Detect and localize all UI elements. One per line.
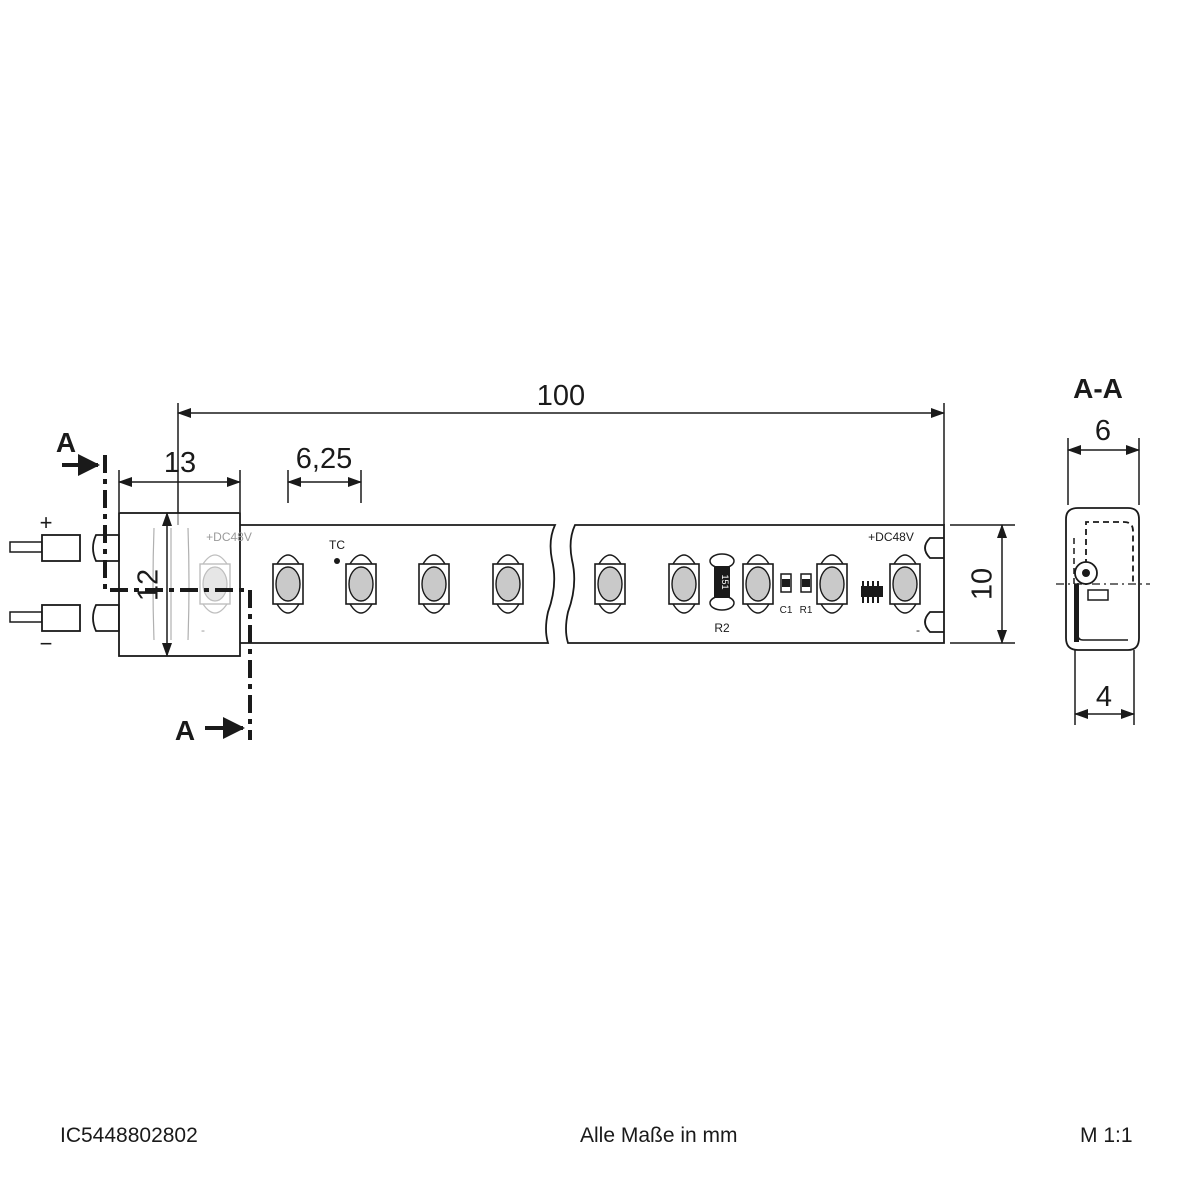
dimension-connector-height: 12: [133, 512, 172, 657]
end-plus-voltage-label: +DC48V: [868, 530, 914, 544]
led-chip: [668, 554, 700, 614]
units-note: Alle Maße in mm: [580, 1124, 738, 1147]
wire-minus: −: [9, 604, 120, 656]
wire-plus-label: +: [40, 510, 53, 535]
strip-end-pads: +DC48V -: [868, 530, 944, 637]
led-chip: [742, 554, 774, 614]
led-chip: [889, 554, 921, 614]
pcb-components: TC 151 R2 C1 R1: [329, 538, 883, 635]
dimension-length: 100: [177, 380, 945, 525]
led-chip: [594, 554, 626, 614]
resistor-r2-label: R2: [714, 621, 730, 635]
led-row: [272, 554, 921, 614]
scale-note: M 1:1: [1080, 1124, 1133, 1147]
led-chip: [272, 554, 304, 614]
dimension-strip-width: 10: [950, 524, 1015, 644]
dimension-connector-length: 13: [118, 447, 241, 512]
connector-ghost-led: [199, 554, 231, 614]
resistor-r1: R1: [800, 573, 813, 616]
connector-cap: +DC48V -: [118, 512, 252, 657]
capacitor-c1-label: C1: [780, 605, 793, 616]
dimension-section-width-label: 6: [1095, 415, 1111, 447]
dimension-led-pitch: 6,25: [287, 443, 362, 503]
section-marker-bottom: A: [175, 715, 195, 746]
dimension-connector-height-label: 12: [133, 569, 165, 601]
tc-label: TC: [329, 538, 345, 552]
wire-plus: +: [9, 510, 120, 562]
section-view: A-A 6 4: [1056, 373, 1150, 725]
dimension-connector-length-label: 13: [164, 447, 196, 479]
dimension-section-height-label: 4: [1096, 681, 1112, 713]
led-chip: [418, 554, 450, 614]
section-marker-top: A: [56, 427, 76, 458]
ic-chip: [861, 581, 883, 603]
connector-minus-label: -: [201, 623, 205, 637]
capacitor-c1: C1: [780, 573, 793, 616]
article-number: IC5448802802: [60, 1124, 198, 1147]
end-minus-label: -: [916, 623, 920, 637]
section-cut-line: A A: [56, 427, 252, 746]
led-chip: [816, 554, 848, 614]
wire-minus-label: −: [40, 631, 53, 656]
resistor-r2-code: 151: [720, 574, 730, 589]
resistor-r2: 151 R2: [709, 553, 735, 635]
led-chip: [492, 554, 524, 614]
dimension-length-label: 100: [537, 380, 585, 412]
section-title: A-A: [1073, 373, 1123, 404]
resistor-r1-label: R1: [800, 605, 813, 616]
led-chip: [345, 554, 377, 614]
dimension-led-pitch-label: 6,25: [296, 443, 352, 475]
tc-dot: [334, 558, 340, 564]
connector-voltage-label: +DC48V: [206, 530, 252, 544]
dimension-strip-width-label: 10: [967, 568, 999, 600]
